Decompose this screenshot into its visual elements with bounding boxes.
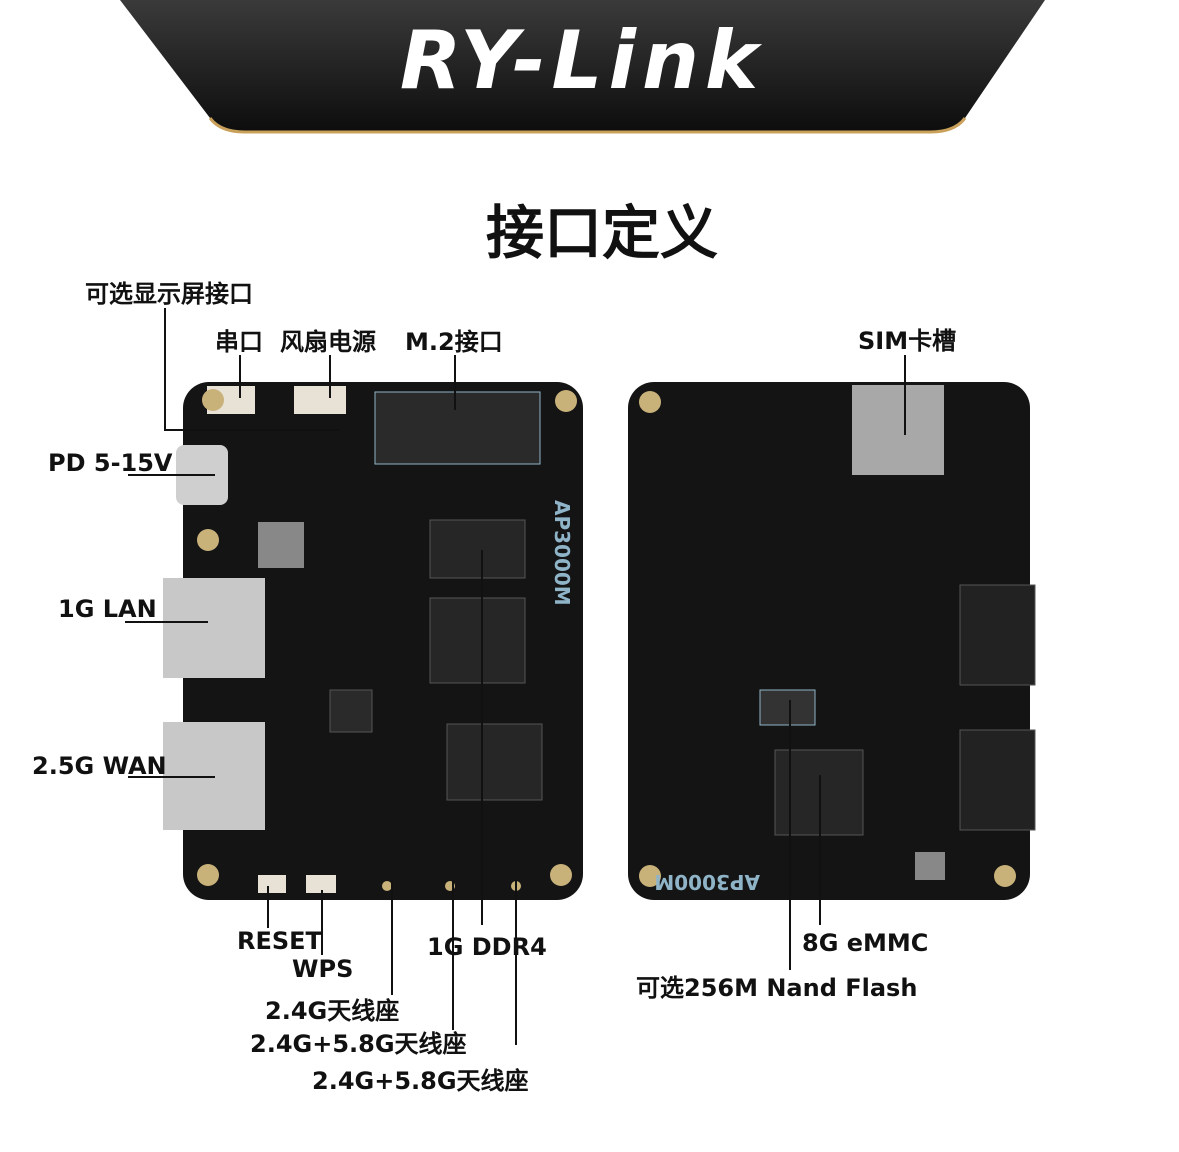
- label-serial: 串口: [215, 328, 263, 356]
- label-pd: PD 5-15V: [48, 449, 173, 477]
- inductor: [258, 522, 304, 568]
- back-board: AP3000M: [628, 382, 1036, 900]
- soc-chip: [429, 597, 526, 684]
- brand-logo: RY-Link: [400, 14, 764, 107]
- label-lan: 1G LAN: [58, 595, 157, 623]
- page-title: 接口定义: [486, 199, 718, 267]
- wifi-chip: [446, 723, 543, 801]
- banner-trim: [208, 117, 967, 134]
- wps-button: [306, 875, 336, 893]
- board-model-label-back: AP3000M: [654, 870, 760, 894]
- lan-port: [163, 578, 265, 678]
- label-antenna-3: 2.4G+5.8G天线座: [312, 1067, 529, 1095]
- switch-chip: [329, 689, 373, 733]
- label-antenna-2: 2.4G+5.8G天线座: [250, 1030, 467, 1058]
- front-board: AP3000M: [163, 382, 583, 900]
- leader-lines: [125, 308, 906, 1045]
- rj45-back-2: [959, 729, 1036, 831]
- label-fan-power: 风扇电源: [280, 328, 376, 356]
- label-display-port: 可选显示屏接口: [85, 280, 253, 308]
- label-wan: 2.5G WAN: [32, 752, 167, 780]
- reset-button: [258, 875, 286, 893]
- m2-slot: [374, 391, 541, 465]
- board-model-label: AP3000M: [550, 500, 574, 606]
- label-ddr4: 1G DDR4: [427, 933, 547, 961]
- label-emmc: 8G eMMC: [802, 929, 928, 957]
- label-m2: M.2接口: [405, 328, 503, 356]
- label-reset: RESET: [237, 927, 323, 955]
- label-wps: WPS: [292, 955, 353, 983]
- ddr-chip: [429, 519, 526, 579]
- label-sim: SIM卡槽: [858, 327, 956, 355]
- nand-chip: [759, 689, 816, 726]
- label-antenna-1: 2.4G天线座: [265, 997, 399, 1025]
- header-banner: [120, 0, 1045, 132]
- rj45-back-1: [959, 584, 1036, 686]
- sim-slot: [852, 385, 944, 475]
- label-nand: 可选256M Nand Flash: [636, 974, 917, 1002]
- fan-connector: [294, 386, 346, 414]
